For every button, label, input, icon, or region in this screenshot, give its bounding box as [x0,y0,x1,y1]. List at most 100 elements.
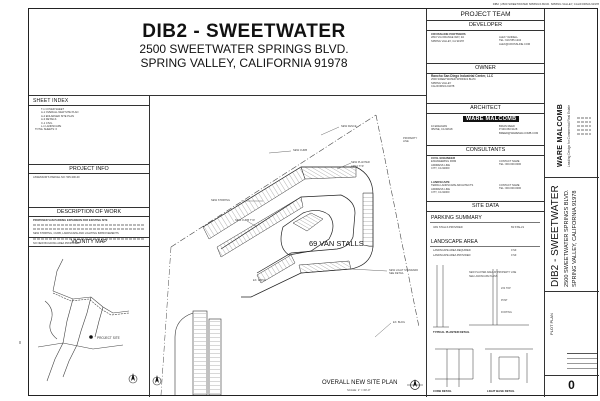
site-plan-drawing: NEW FENCE NEW CURB NEW PLANTER AREA TYP.… [152,114,420,395]
architect-logo: WARE MALCOMB [463,116,520,122]
architect-address: 10 EDELMAN [431,125,448,128]
landscape-info: LANDSCAPE TERRA LANDSCAPE ARCHITECTS ADD… [431,180,495,195]
civil-contact-line: CONTACT NAME [499,160,520,163]
left-margin [18,340,24,390]
sheet-index-list: T-1 COVER SHEET A-1 OVERALL NEW SITE PLA… [35,108,145,132]
svg-text:NEW FENCE: NEW FENCE [341,124,357,128]
description-heading: DESCRIPTION OF WORK [56,209,122,215]
svg-text:AREA TYP.: AREA TYP. [351,164,364,168]
architect-contact: BRIAN REED P 949.660.9128 BREED@WAREMALC… [499,125,543,135]
civil-line: ENGINEERING FIRM [431,160,457,164]
civil-contact: CONTACT NAME TEL: 000.000.0000 [499,160,543,167]
developer-contact-line: ALEX@CROSSLINE.COM [499,42,531,46]
svg-text:SEE LANDSCAPE PLANS: SEE LANDSCAPE PLANS [469,275,498,278]
detail-3-title: LIGHT BASE DETAIL [487,389,515,393]
project-info-heading: PROJECT INFO [69,166,109,172]
developer-address: 2810 VIA ORANGE WAY, #A [431,36,465,40]
detail-1-title: TYPICAL PLANTER DETAIL [433,330,470,334]
north-arrow-icon [128,373,138,384]
architect-contact-line: BREED@WAREMALCOMB.COM [499,131,539,135]
landscape-line: TERRA LANDSCAPE ARCHITECTS [431,184,474,188]
sheet-index-heading: SHEET INDEX [33,98,69,104]
parking-summary-heading: PARKING SUMMARY [431,215,482,221]
strip-revision-table [567,353,597,373]
svg-text:PROPERTY: PROPERTY [403,136,417,140]
consultants-heading: CONSULTANTS [465,147,506,153]
project-address: 2500 SWEETWATER SPRINGS BLVD. SPRING VAL… [59,42,429,70]
developer-contact: ALEX YANDELL TEL: 619.555.1234 ALEX@CROS… [499,36,543,46]
description-line: PROPOSED VAN PARKING EXPANSION FOR EXIST… [33,219,108,222]
sheet-index-item: T-1 COVER SHEET [41,108,65,111]
svg-text:NEW PLANTER: NEW PLANTER [351,160,370,164]
svg-text:NEW CURB: NEW CURB [293,148,307,152]
firm-logo: WARE MALCOMB Leading Design for Commerci… [557,103,571,167]
civil-line: ADDRESS LINE [431,163,451,167]
developer-contact-line: TEL: 619.555.1234 [499,39,522,43]
landscape-row-label: LANDSCAPE AREA REQUIRED [433,249,471,252]
owner-address: SPRING VALLEY [431,81,452,85]
title-north-arrow-icon [407,379,423,390]
civil-heading: CIVIL ENGINEER [431,156,456,160]
landscape-contact: CONTACT NAME TEL: 000.000.0000 [499,184,543,191]
owner-info: Rancho San Diego Industrial Center, LLC … [431,74,541,89]
landscape-line: ADDRESS LINE [431,187,451,191]
description-line: NO NEW BUILDING AREA PROPOSED [33,241,80,245]
developer-contact-line: ALEX YANDELL [499,36,518,39]
address-line-1: 2500 SWEETWATER SPRINGS BLVD. [139,42,349,56]
sheet-index-item: L-1 LANDSCAPE [41,125,62,129]
owner-address: CALIFORNIA 91978 [431,85,455,89]
svg-text:EX. DRIVE: EX. DRIVE [253,278,266,282]
landscape-line: CITY, CA 92000 [431,191,450,195]
plan-scale: SCALE: 1" = 60'-0" [347,388,371,392]
svg-text:NEW CURB TYP.: NEW CURB TYP. [235,218,256,222]
description-line: NEW STRIPING, CURB, LANDSCAPE AND LIGHTI… [33,232,119,236]
vicinity-map: PROJECT SITE [37,258,138,384]
landscape-row-label: LANDSCAPE AREA PROVIDED [433,254,471,257]
sheet-number: 0 [568,378,575,392]
svg-text:NEW LIGHT STANDARD: NEW LIGHT STANDARD [389,268,418,272]
strip-project-block: DIB2 - SWEETWATER 2500 SWEETWATER SPRING… [550,185,578,287]
landscape-row-value: 0 SF [511,249,517,252]
landscape-contact-line: CONTACT NAME [499,184,520,187]
owner-address: 2500 SWEETWATER SPRINGS BLVD. [431,78,477,82]
vicinity-site-label: PROJECT SITE [97,336,120,340]
civil-line: CITY, CA 92000 [431,167,450,171]
civil-info: CIVIL ENGINEER ENGINEERING FIRM ADDRESS … [431,156,491,171]
architect-contact-line: P 949.660.9128 [499,128,518,132]
svg-text:NEW STRIPING: NEW STRIPING [211,198,230,202]
header-note: DIB2 | 2500 SWEETWATER SPRINGS BLVD. SPR… [492,2,599,6]
architect-contact-line: BRIAN REED [499,125,515,128]
civil-contact-line: TEL: 000.000.0000 [499,163,522,167]
svg-text:POST: POST [501,299,508,302]
sheet-index-total: TOTAL SHEETS: 6 [35,128,58,132]
svg-text:LINE: LINE [403,139,409,143]
plan-title: OVERALL NEW SITE PLAN [322,380,398,386]
vicinity-map-heading: VICINITY MAP [71,239,107,245]
developer-company: CROSSLINE PARTNERS [431,32,466,36]
strip-small-text [577,109,597,169]
address-line-2: SPRING VALLEY, CALIFORNIA 91978 [140,56,348,70]
owner-company: Rancho San Diego Industrial Center, LLC [431,74,494,78]
project-info-text: ASSESSOR'S PARCEL NO: 505-300-00 [33,176,80,179]
developer-info: CROSSLINE PARTNERS 2810 VIA ORANGE WAY, … [431,32,486,43]
strip-sheet-title: PLOT PLAN [549,313,554,335]
svg-text:2X4 TOP: 2X4 TOP [501,287,511,290]
landscape-heading: LANDSCAPE [431,180,450,184]
project-title: DIB2 - SWEETWATER [142,21,346,42]
plan-north-arrow-icon [152,375,162,386]
owner-heading: OWNER [475,65,496,71]
landscape-contact-line: TEL: 000.000.0000 [499,187,522,191]
svg-text:SEE DETAIL: SEE DETAIL [389,271,404,275]
site-data-heading: SITE DATA [471,203,500,209]
landscape-area-heading: LANDSCAPE AREA [431,239,478,245]
sheet-index-item: A-1 OVERALL NEW SITE PLAN [41,111,79,115]
landscape-row-value: 0 SF [511,254,517,257]
project-team-heading: PROJECT TEAM [460,11,511,18]
sheet-index-item: C-1 CIVIL [41,121,53,125]
sheet-index-item: A-3 DETAILS [41,118,57,122]
svg-text:FOOTING: FOOTING [501,311,512,314]
architect-address: IRVINE, CA 92618 [431,128,453,132]
parking-row-value: 69 STALLS [511,226,525,229]
description-body: PROPOSED VAN PARKING EXPANSION FOR EXIST… [33,219,145,245]
sheet-index-item: A-2 ENLARGED SITE PLAN [41,114,75,118]
